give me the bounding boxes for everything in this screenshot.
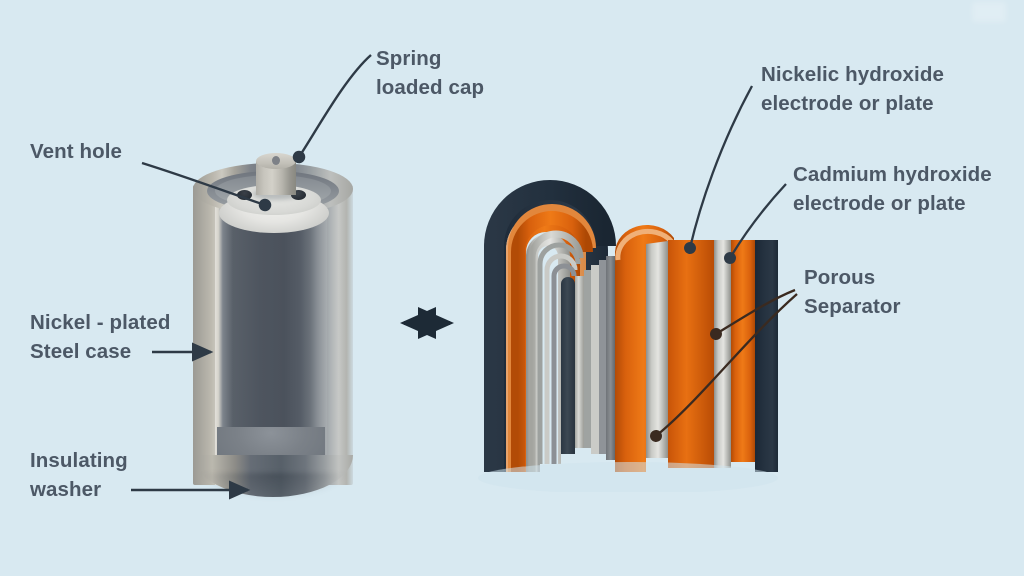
nickelic-electrode-right-rim xyxy=(615,228,674,261)
separator-outer-left xyxy=(526,234,570,472)
arc-navy-1 xyxy=(484,180,616,472)
arc-separator-4 xyxy=(551,263,577,472)
roll-layer-group-right xyxy=(575,225,778,472)
label-nickelic-hydroxide: Nickelic hydroxide electrode or plate xyxy=(761,63,944,116)
separator-band-2 xyxy=(714,240,731,472)
roll-svg xyxy=(478,180,778,492)
separator-right-1 xyxy=(575,276,584,472)
watermark xyxy=(972,2,1006,22)
vent-hole-right xyxy=(291,190,306,200)
arc-orange-rim xyxy=(508,204,596,472)
roll-bottom-shadow xyxy=(478,462,778,492)
cylindrical-cell-illustration xyxy=(193,153,353,515)
label-spring-loaded-cap: Spring loaded cap xyxy=(376,47,485,100)
rolled-electrode-illustration xyxy=(478,172,778,492)
cadmium-electrode-outer-right xyxy=(755,240,778,472)
separator-right-2 xyxy=(584,270,591,472)
arc-orange-1 xyxy=(511,211,593,472)
nickelic-electrode-band-2 xyxy=(668,240,714,472)
label-nickel-plated-steel-case: Nickel - plated Steel case xyxy=(30,311,171,364)
label-insulating-washer: Insulating washer xyxy=(30,449,128,502)
separator-right-face xyxy=(646,241,668,472)
roll-core xyxy=(561,277,575,472)
label-vent-hole: Vent hole xyxy=(30,140,123,163)
separator-right-4 xyxy=(599,260,606,472)
vent-hole-left xyxy=(237,190,252,200)
arc-separator-3 xyxy=(544,253,578,472)
arc-separator-1 xyxy=(528,230,584,472)
spring-loaded-cap-notch xyxy=(272,156,280,165)
separator-right-3 xyxy=(591,265,599,472)
leader-spring-loaded-cap xyxy=(292,54,372,164)
label-porous-separator: Porous Separator xyxy=(804,266,901,319)
label-cadmium-hydroxide: Cadmium hydroxide electrode or plate xyxy=(793,163,992,216)
roll-spiral-arcs xyxy=(484,180,616,472)
separator-right-5 xyxy=(606,256,615,472)
case-base-shadow xyxy=(201,473,345,499)
nickelic-electrode-band-3 xyxy=(731,240,755,472)
arc-separator-2 xyxy=(537,242,581,472)
